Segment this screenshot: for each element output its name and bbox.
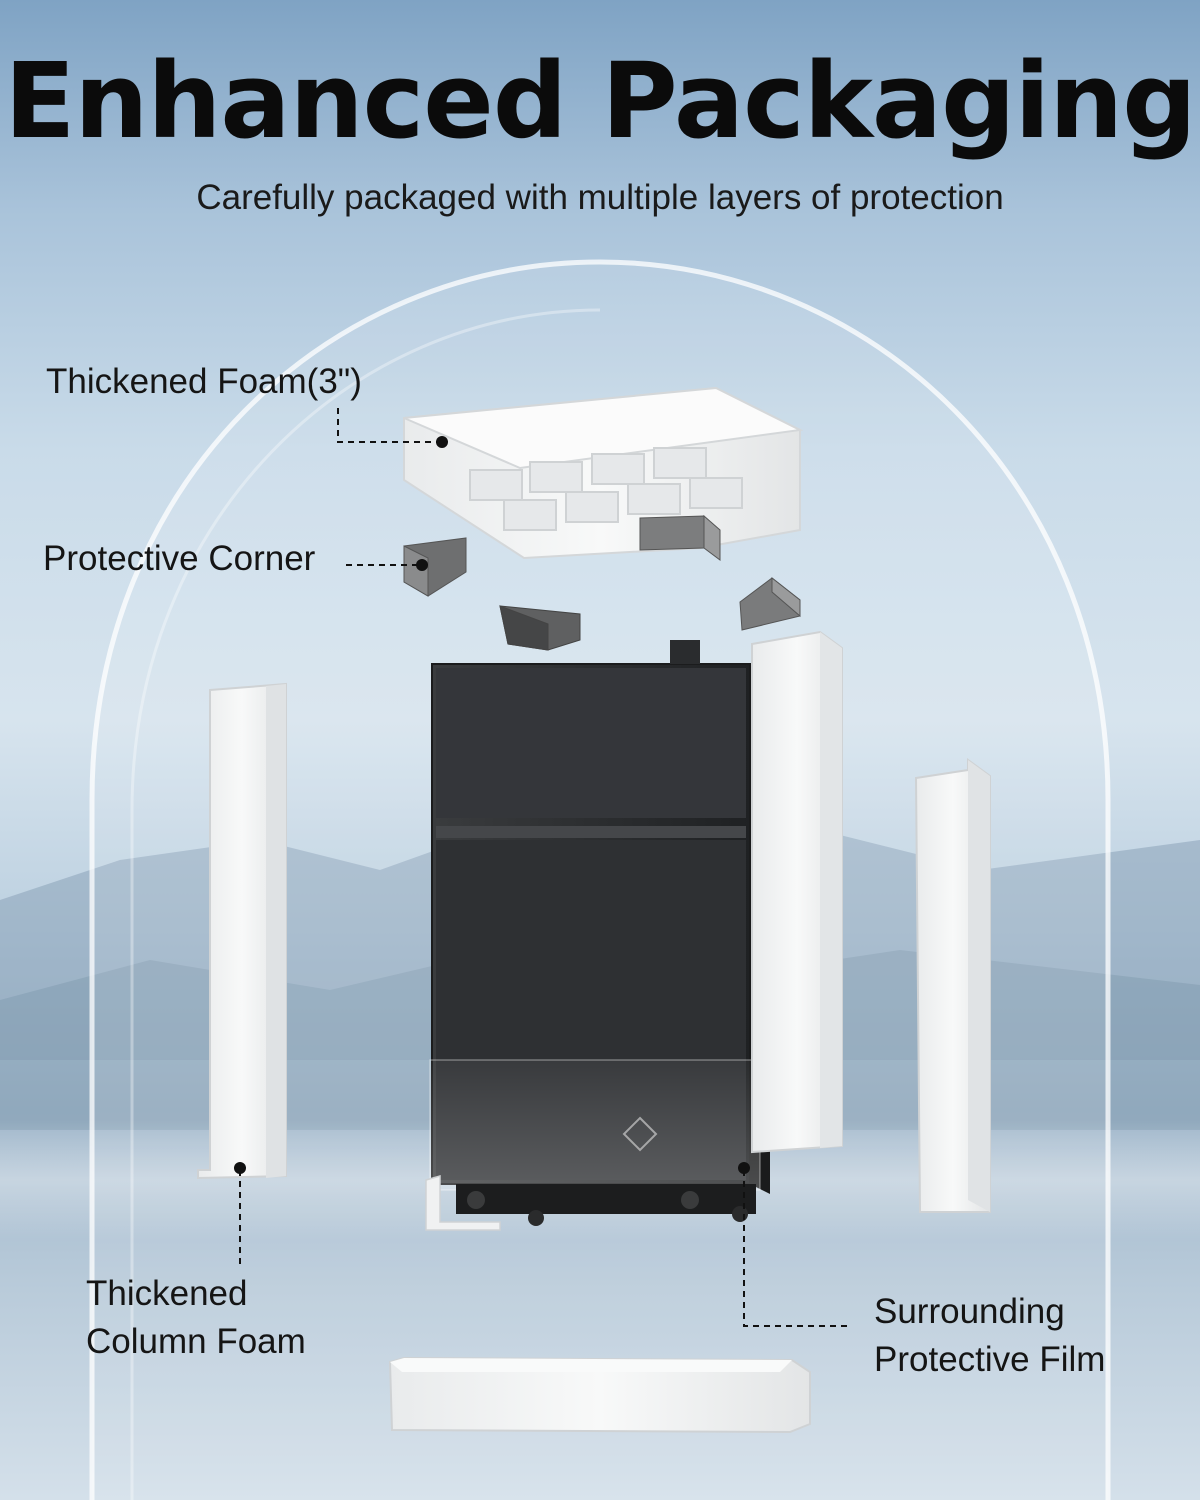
column-foam-right — [914, 758, 991, 1213]
column-foam-center-right — [751, 630, 843, 1154]
label-protective-film-line2: Protective Film — [874, 1340, 1106, 1379]
label-column-foam-line1: Thickened — [86, 1274, 248, 1313]
protective-corner-front-left — [403, 537, 467, 597]
page-subtitle: Carefully packaged with multiple layers … — [196, 178, 1004, 217]
label-protective-corner: Protective Corner — [43, 539, 316, 578]
label-protective-film-line1: Surrounding — [874, 1292, 1065, 1331]
page-title: Enhanced Packaging — [4, 40, 1196, 162]
label-thickened-foam: Thickened Foam(3") — [46, 362, 362, 401]
label-column-foam-line2: Column Foam — [86, 1322, 306, 1361]
mini-fridge — [429, 640, 770, 1226]
corner-foam-bottom-left — [425, 1175, 501, 1231]
label-protective-film: Surrounding Protective Film — [874, 1288, 1105, 1384]
callout-leaders — [239, 408, 848, 1327]
callout-dots — [234, 436, 750, 1174]
bottom-foam-block — [388, 1356, 811, 1434]
label-column-foam: Thickened Column Foam — [86, 1270, 306, 1366]
column-foam-left — [197, 682, 287, 1180]
top-foam-tray — [403, 386, 804, 560]
protective-corner-back-left — [499, 605, 581, 651]
protective-corner-back-right — [739, 576, 801, 631]
protective-corner-tray — [639, 514, 721, 561]
